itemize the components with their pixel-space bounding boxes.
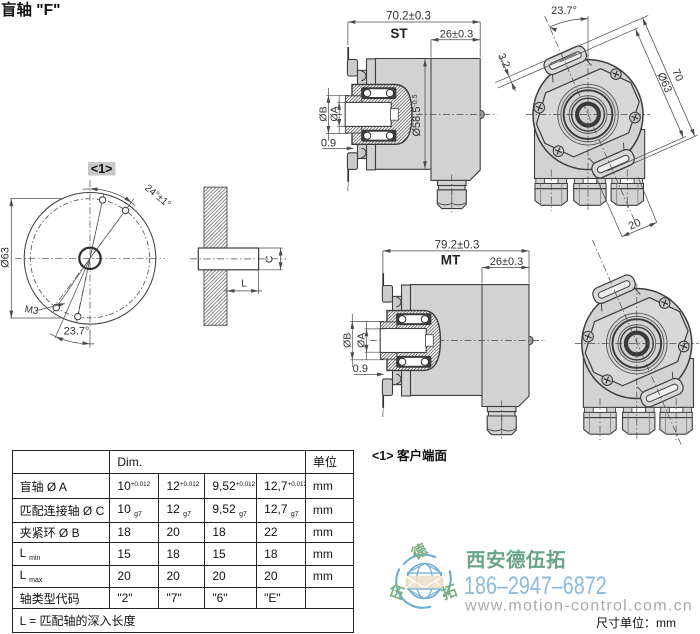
- svg-text:西安德伍拓: 西安德伍拓: [466, 549, 566, 572]
- svg-text:ST: ST: [390, 26, 408, 41]
- svg-text:www.motion-control.com.cn: www.motion-control.com.cn: [464, 598, 693, 615]
- svg-text:0.9: 0.9: [321, 138, 336, 150]
- svg-text:20: 20: [627, 217, 643, 233]
- svg-text:尺寸单位：mm: 尺寸单位：mm: [596, 615, 676, 630]
- svg-text:ØB: ØB: [318, 106, 330, 121]
- svg-text:26±0.3: 26±0.3: [490, 256, 524, 268]
- svg-text:24°±1°: 24°±1°: [142, 183, 172, 211]
- svg-text:70.2±0.3: 70.2±0.3: [386, 11, 431, 23]
- svg-text:MT: MT: [441, 253, 461, 268]
- svg-text:<1>: <1>: [91, 162, 113, 176]
- svg-text:ØB: ØB: [341, 333, 353, 348]
- svg-text:23.7°: 23.7°: [551, 5, 577, 17]
- svg-text:3.2: 3.2: [495, 52, 512, 70]
- svg-text:26±0.3: 26±0.3: [440, 29, 474, 41]
- svg-text:德: 德: [408, 540, 430, 563]
- svg-text:23.7°: 23.7°: [64, 326, 90, 338]
- svg-text:盲轴 "F": 盲轴 "F": [1, 0, 60, 19]
- svg-text:0.9: 0.9: [353, 363, 368, 375]
- svg-text:C: C: [264, 255, 276, 263]
- svg-text:L: L: [241, 278, 247, 290]
- svg-text:79.2±0.3: 79.2±0.3: [435, 239, 480, 251]
- svg-text:伍: 伍: [386, 581, 407, 603]
- svg-text:ØA: ØA: [328, 106, 340, 121]
- svg-text:ØA: ØA: [356, 333, 368, 348]
- svg-text:186–2947–6872: 186–2947–6872: [464, 572, 607, 600]
- svg-text:Ø63: Ø63: [0, 247, 12, 268]
- svg-text:M3: M3: [24, 304, 40, 317]
- svg-text:70: 70: [669, 67, 685, 83]
- svg-text:<1> 客户端面: <1> 客户端面: [372, 448, 448, 463]
- svg-text:拓: 拓: [439, 581, 459, 603]
